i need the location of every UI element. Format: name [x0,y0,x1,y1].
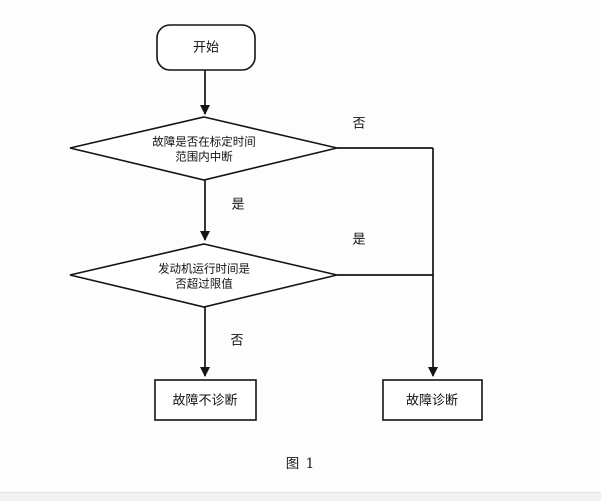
edge-label-decision1-yes: 是 [231,198,244,213]
node-decision1-label-line1: 故障是否在标定时间 [152,135,256,149]
figure-caption: 图 1 [285,456,316,472]
edge-label-decision2-yes: 是 [352,233,365,248]
node-decision1-label-line2: 范围内中断 [175,150,233,164]
node-terminal-diagnose[interactable] [382,379,483,421]
node-start-label: 开始 [193,41,219,56]
node-terminal-no-diagnose[interactable] [154,379,257,421]
node-decision2-label-line2: 否超过限值 [175,277,233,291]
node-terminal-no-diagnose-label: 故障不诊断 [172,394,237,409]
node-terminal-diagnose-label: 故障诊断 [406,394,458,409]
edge-label-decision2-no: 否 [230,334,243,349]
node-decision1[interactable] [69,116,338,181]
figure-caption-container: 图 1 [0,452,601,472]
page-bottom-edge [0,492,601,501]
node-decision2[interactable] [69,243,338,308]
node-decision2-label-line1: 发动机运行时间是 [158,262,250,276]
edge-label-decision1-no: 否 [352,117,365,132]
node-start[interactable] [156,24,256,71]
